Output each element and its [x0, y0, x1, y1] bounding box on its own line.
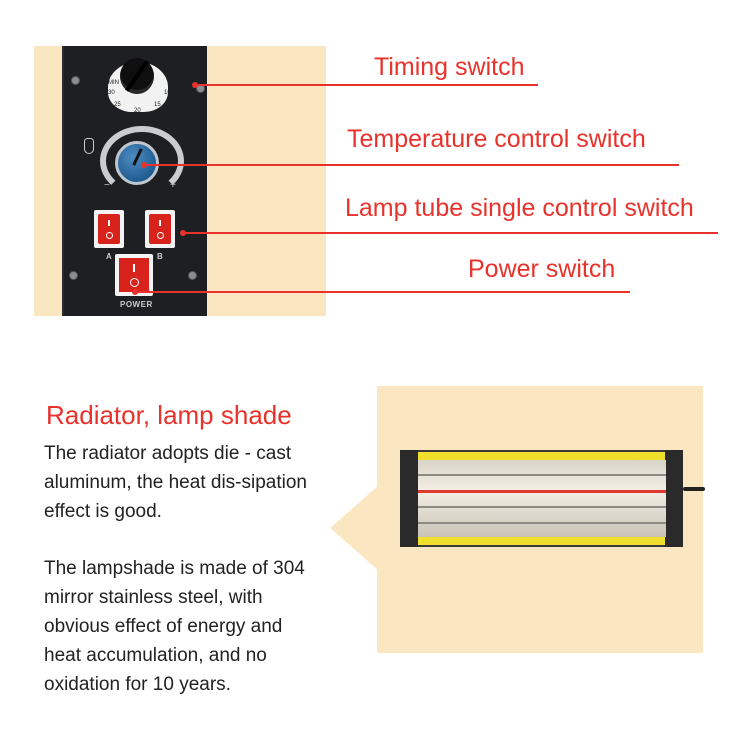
lamp-grill-rod	[418, 474, 666, 476]
lamp-grill-rod	[418, 522, 666, 524]
switch-a-label: A	[106, 252, 112, 261]
lamp-tube-switch-label: Lamp tube single control switch	[345, 194, 694, 222]
screw-icon	[188, 271, 197, 280]
callout-line	[135, 291, 630, 293]
lamp-endcap-right	[665, 450, 683, 547]
callout-line	[144, 164, 679, 166]
temperature-minus-label: −	[104, 180, 110, 191]
power-cable	[683, 487, 705, 491]
thermometer-icon	[84, 138, 94, 154]
switch-b-label: B	[157, 252, 163, 261]
radiator-description: The radiator adopts die - cast aluminum,…	[44, 443, 307, 522]
lamp-heating-tube	[418, 490, 666, 493]
timer-tick-label: 5	[166, 76, 170, 82]
screw-icon	[71, 76, 80, 85]
timer-tick-label: 10	[164, 90, 171, 96]
timer-tick-label: 0	[160, 64, 164, 70]
lamp-switch-b[interactable]	[145, 210, 175, 248]
screw-icon	[69, 271, 78, 280]
lampshade-description: The lampshade is made of 304 mirror stai…	[44, 558, 305, 695]
timing-switch-dial[interactable]: MIN 0 5 10 15 20 25 30	[104, 58, 174, 114]
lamp-grill-rod	[418, 506, 666, 508]
power-switch-label: Power switch	[468, 255, 616, 283]
temperature-control-label: Temperature control switch	[347, 125, 646, 153]
power-label: POWER	[120, 300, 153, 309]
power-rocker-icon	[119, 258, 149, 292]
rocker-switch-icon	[98, 214, 120, 244]
callout-line	[195, 84, 538, 86]
timer-tick-label: 15	[154, 102, 161, 108]
timer-tick-label: 30	[108, 90, 115, 96]
timer-tick-label: 20	[134, 108, 141, 114]
lamp-endcap-left	[400, 450, 418, 547]
radiator-heading: Radiator, lamp shade	[46, 400, 292, 430]
timer-tick-label: 25	[114, 102, 121, 108]
lamp-reflector	[418, 460, 666, 537]
temperature-scale-arc	[100, 126, 184, 196]
rocker-switch-icon	[149, 214, 171, 244]
image-pointer	[330, 486, 378, 570]
temperature-control-knob[interactable]	[115, 141, 159, 185]
temperature-plus-label: +	[170, 180, 176, 191]
timing-switch-label: Timing switch	[374, 53, 525, 81]
lamp-switch-a[interactable]	[94, 210, 124, 248]
timer-tick-label: MIN	[108, 80, 119, 86]
callout-line	[183, 232, 718, 234]
timer-knob-icon[interactable]	[120, 58, 154, 94]
